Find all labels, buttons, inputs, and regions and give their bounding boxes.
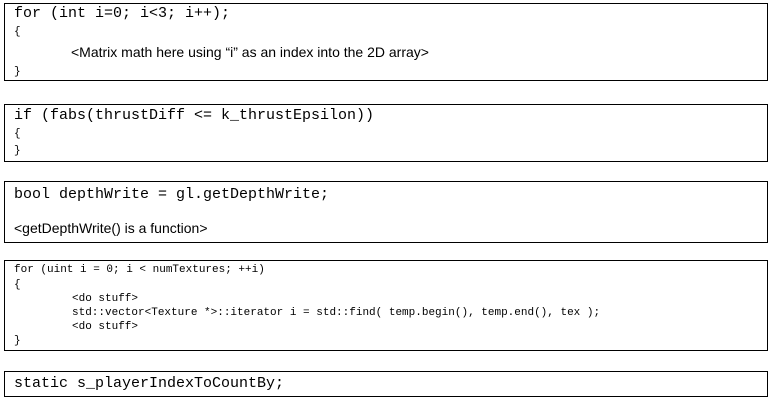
code-line: bool depthWrite = gl.getDepthWrite; [14, 186, 330, 203]
code-line: { [14, 128, 21, 140]
code-line: } [14, 335, 21, 347]
comment-line: <getDepthWrite() is a function> [14, 220, 208, 236]
code-line: } [14, 66, 21, 78]
code-line: std::vector<Texture *>::iterator i = std… [72, 307, 601, 319]
comment-line: <do stuff> [72, 321, 139, 333]
code-box-texture-loop: for (uint i = 0; i < numTextures; ++i) {… [4, 260, 768, 351]
code-line: static s_playerIndexToCountBy; [14, 375, 285, 392]
code-box-thrust-check: if (fabs(thrustDiff <= k_thrustEpsilon))… [4, 104, 768, 162]
code-line: } [14, 145, 21, 157]
code-box-depth-write: bool depthWrite = gl.getDepthWrite; <get… [4, 181, 768, 243]
comment-line: <do stuff> [72, 293, 139, 305]
code-line: for (uint i = 0; i < numTextures; ++i) [14, 264, 265, 276]
code-line: for (int i=0; i<3; i++); [14, 5, 231, 22]
comment-line: <Matrix math here using “i” as an index … [71, 44, 429, 60]
code-line: { [14, 26, 21, 38]
code-line: if (fabs(thrustDiff <= k_thrustEpsilon)) [14, 107, 375, 124]
code-box-matrix-loop: for (int i=0; i<3; i++); { <Matrix math … [4, 3, 768, 81]
code-box-static-decl: static s_playerIndexToCountBy; [4, 371, 768, 397]
code-line: { [14, 279, 21, 291]
